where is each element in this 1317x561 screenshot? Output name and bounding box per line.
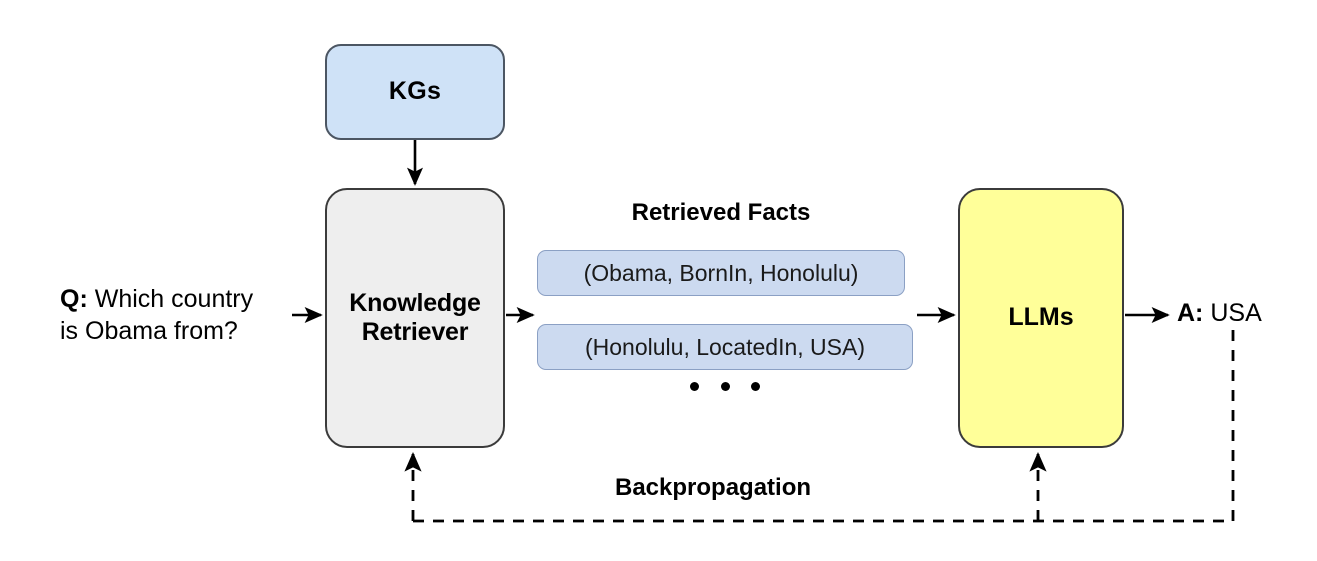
node-llms[interactable]: LLMs	[958, 188, 1124, 448]
question-line-1: Q: Which country	[60, 283, 292, 315]
question-line-1-text: Which country	[87, 285, 254, 313]
retrieved-facts-heading: Retrieved Facts	[631, 199, 811, 226]
node-kgs[interactable]: KGs	[325, 44, 505, 140]
retrieved-fact-item[interactable]: (Obama, BornIn, Honolulu)	[537, 250, 905, 296]
node-knowledge-retriever-label: Knowledge Retriever	[349, 289, 481, 348]
backpropagation-label: Backpropagation	[615, 474, 812, 501]
edge-backpropagation-path	[413, 330, 1235, 523]
node-kgs-label: KGs	[388, 77, 442, 106]
retrieved-fact-item[interactable]: (Honolulu, LocatedIn, USA)	[537, 324, 913, 370]
answer-value: USA	[1203, 299, 1262, 327]
answer-text: A: USA	[1177, 299, 1262, 328]
ellipsis-dot	[690, 382, 699, 391]
node-knowledge-retriever-label-line2: Retriever	[361, 318, 469, 346]
question-prefix: Q:	[60, 285, 88, 313]
answer-prefix: A:	[1177, 299, 1204, 327]
node-knowledge-retriever-label-line1: Knowledge	[349, 288, 481, 317]
ellipsis-dot	[751, 382, 760, 391]
node-knowledge-retriever[interactable]: Knowledge Retriever	[325, 188, 505, 448]
question-line-2: is Obama from?	[60, 317, 238, 345]
node-llms-label: LLMs	[1008, 303, 1074, 332]
question-text: Q: Which country is Obama from?	[60, 283, 292, 347]
ellipsis-dot	[720, 382, 730, 391]
retrieved-facts-more-indicator	[690, 382, 760, 391]
